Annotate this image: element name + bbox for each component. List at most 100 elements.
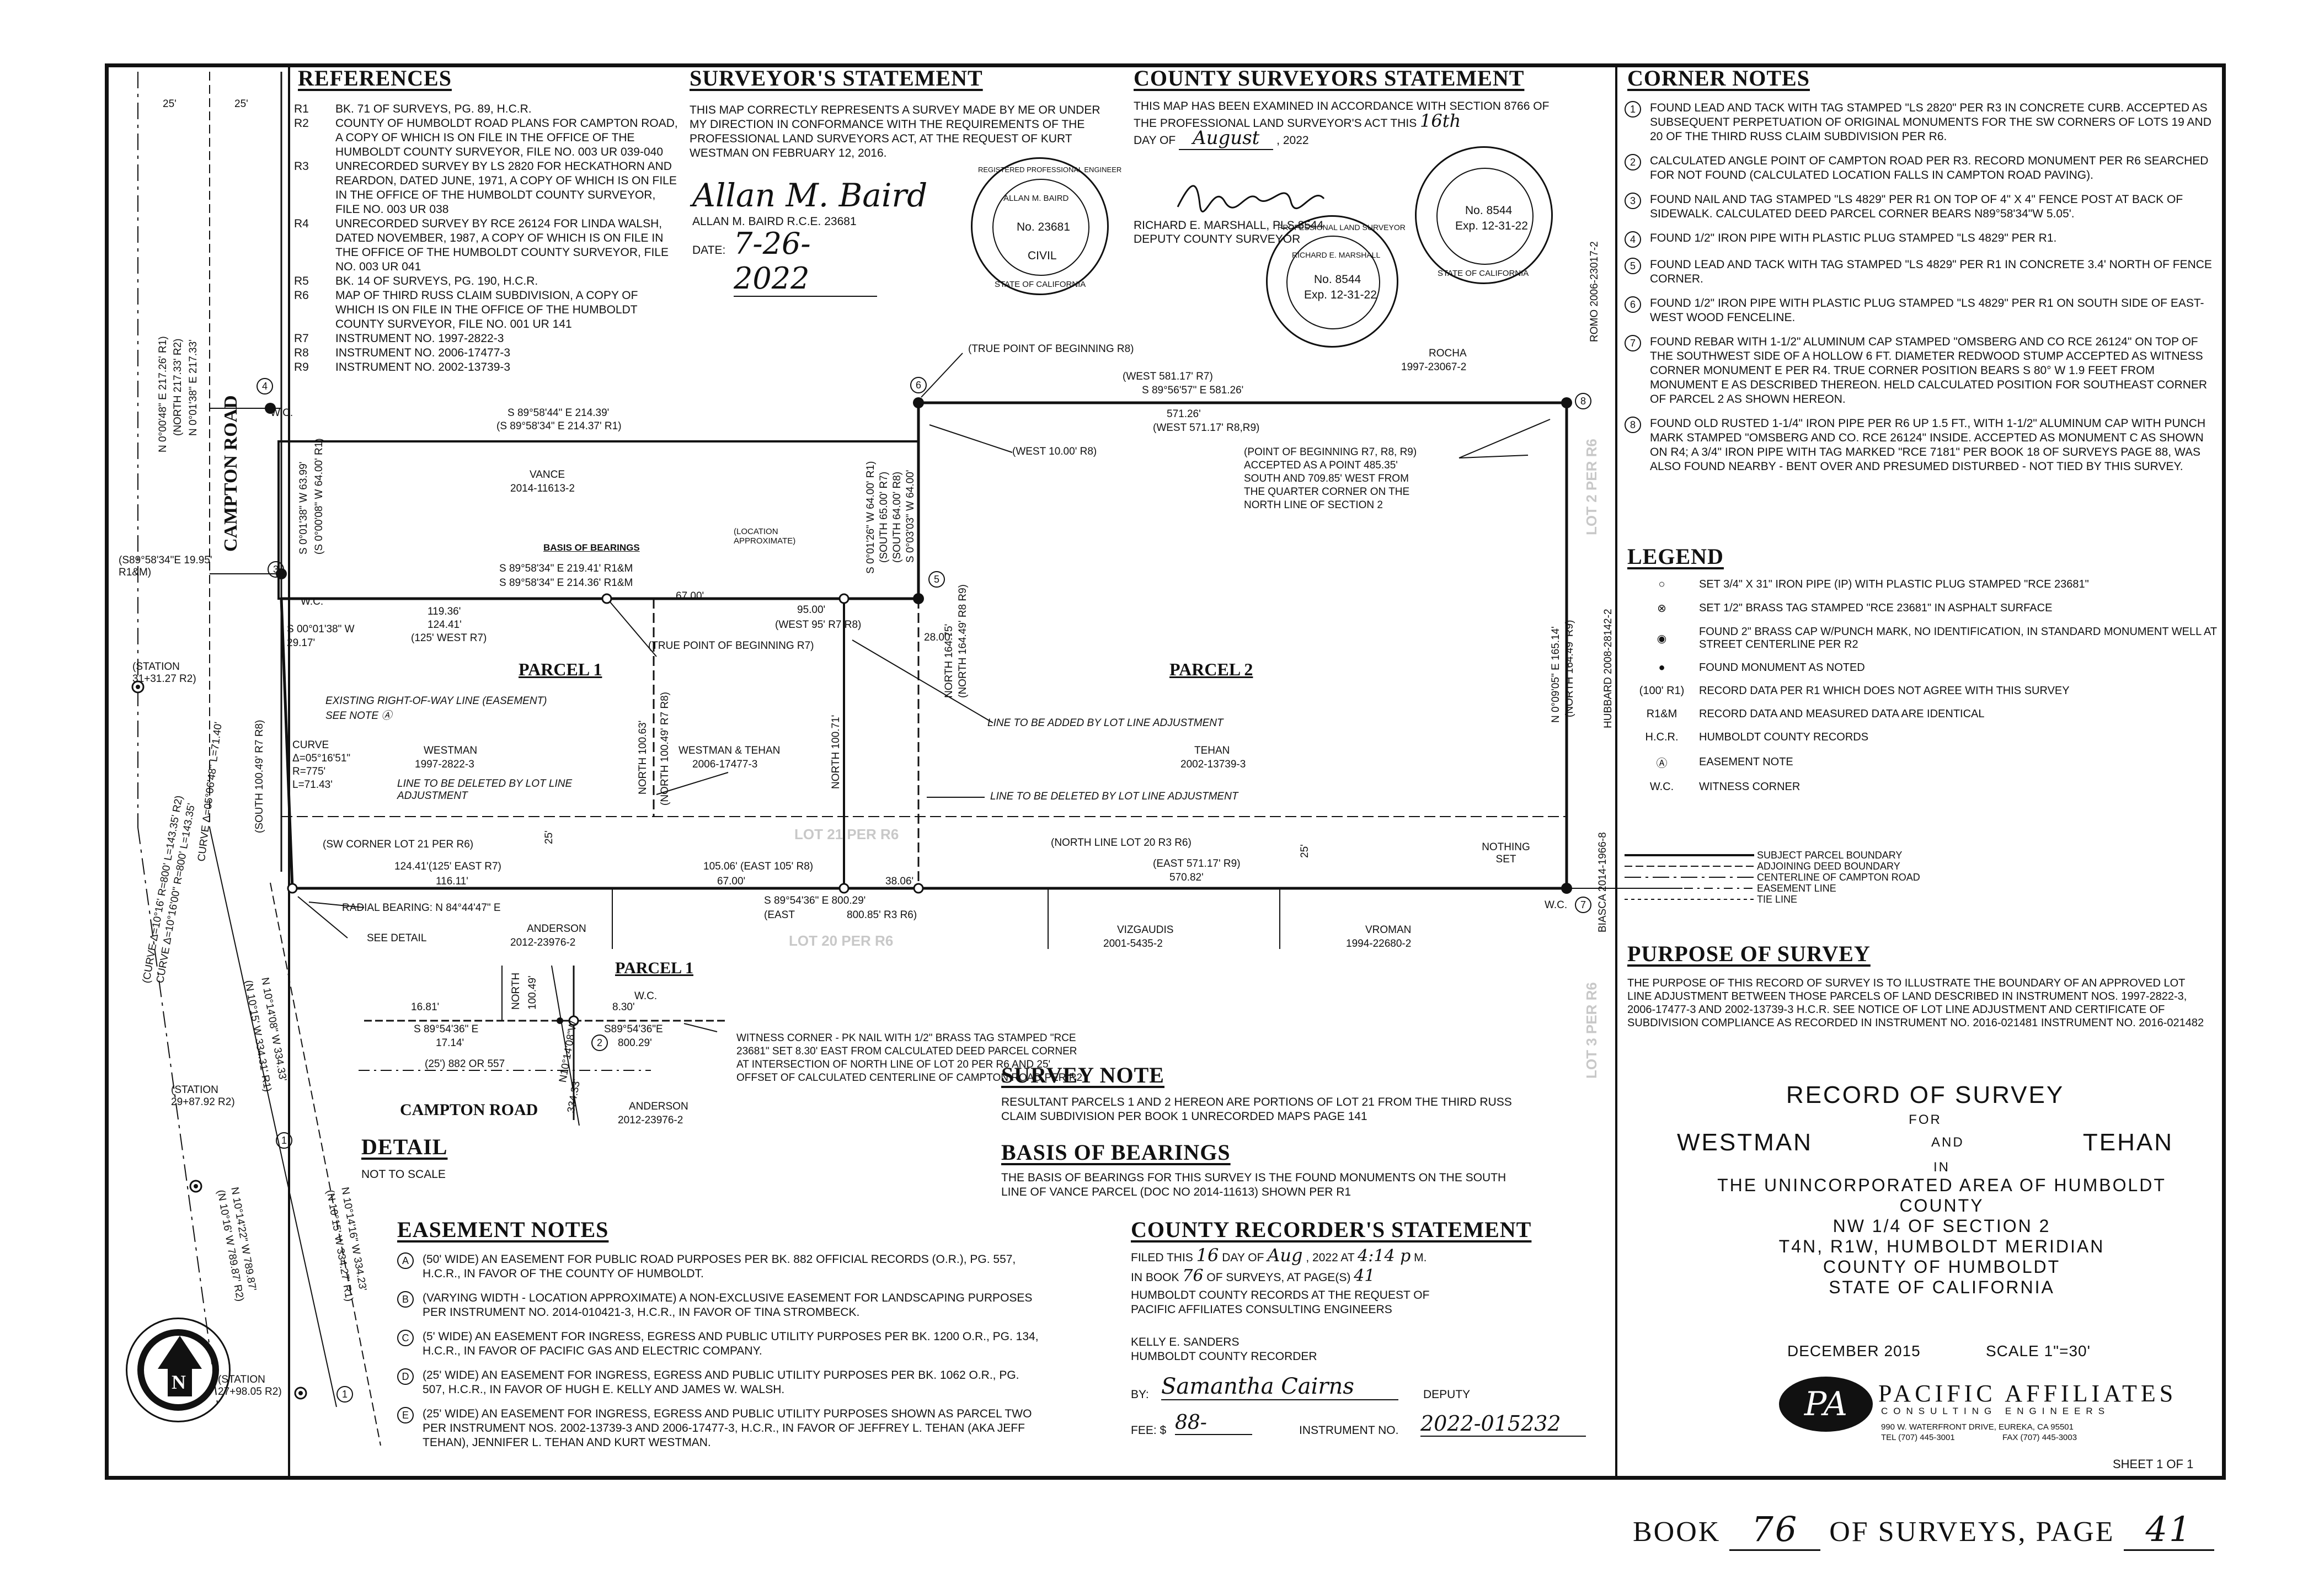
legend-text: FOUND 2" BRASS CAP W/PUNCH MARK, NO IDEN…: [1699, 626, 2217, 650]
recorder-page: 41: [1354, 1266, 1375, 1286]
reference-text: BK. 71 OF SURVEYS, PG. 89, H.C.R.: [335, 103, 532, 115]
dim-west-571-17: (WEST 571.17' R8,R9): [1153, 422, 1260, 434]
panel-divider-right: [1615, 63, 1617, 1480]
engineer-seal: ALLAN M. BAIRD No. 23681 CIVIL REGISTERE…: [971, 157, 1121, 295]
legend-symbol: Ⓐ: [1656, 758, 1668, 770]
easement-note-key: C: [397, 1330, 414, 1346]
dim-pob: (POINT OF BEGINNING R7, R8, R9) ACCEPTED…: [1244, 446, 1417, 511]
reference-key: R1: [294, 103, 309, 115]
recorder-filed: FILED THIS: [1131, 1251, 1193, 1264]
dim-67: 67.00': [676, 590, 704, 602]
station-3: (STATION 27+98.05 R2): [218, 1374, 282, 1398]
surveyor-name-line: ALLAN M. BAIRD R.C.E. 23681: [692, 215, 857, 228]
dim-25-b: 25': [234, 98, 248, 110]
easement-note-text: (25' WIDE) AN EASEMENT FOR INGRESS, EGRE…: [423, 1369, 1019, 1396]
dim-north-lot20: (NORTH LINE LOT 20 R3 R6): [1051, 837, 1192, 849]
easement-note: E(25' WIDE) AN EASEMENT FOR INGRESS, EGR…: [397, 1407, 1043, 1450]
reference-key: R6: [294, 289, 309, 302]
firm-phone: TEL (707) 445-3001: [1881, 1433, 1955, 1442]
legend-line-item: CENTERLINE OF CAMPTON ROAD: [1625, 872, 2011, 883]
title-block: RECORD OF SURVEY FOR WESTMAN AND TEHAN I…: [1677, 1081, 2207, 1298]
dim-sw-corner: (SW CORNER LOT 21 PER R6): [323, 839, 474, 850]
land-surveyor-seal-b: PROFESSIONAL LAND SURVEYOR RICHARD E. MA…: [1266, 215, 1406, 348]
recorder-deputy: DEPUTY: [1423, 1388, 1471, 1401]
detail-drawing: [359, 965, 728, 1126]
corner-note-text: FOUND OLD RUSTED 1-1/4" IRON PIPE PER R6…: [1650, 417, 2206, 473]
corner-note-text: FOUND LEAD AND TACK WITH TAG STAMPED "LS…: [1650, 258, 2212, 285]
owner-vizgaudis-doc: 2001-5435-2: [1103, 938, 1163, 950]
land-surveyor-seal-a: No. 8544 Exp. 12-31-22 STATE OF CALIFORN…: [1415, 146, 1553, 284]
corner-note-number: 2: [1625, 154, 1641, 170]
recorder-day-of: DAY OF: [1222, 1251, 1264, 1264]
firm-fax: FAX (707) 445-3003: [2002, 1433, 2077, 1442]
recorder-time: 4:14 p: [1358, 1246, 1411, 1266]
dim-radial: RADIAL BEARING: N 84°44'47" E: [342, 902, 501, 914]
land-surveyor-seal-a-inner: [1436, 168, 1534, 265]
dim-v-north-a: N 0°00'48" E 217.26' R1): [157, 336, 169, 452]
corner-note-number: 8: [1625, 417, 1641, 433]
dim-wc-1: W.C.: [270, 407, 293, 419]
reference-text: INSTRUMENT NO. 1997-2822-3: [335, 332, 504, 345]
firm-logo: PA: [1779, 1377, 1873, 1432]
land-surveyor-seal-b-name: RICHARD E. MARSHALL: [1292, 250, 1381, 259]
reference-text: INSTRUMENT NO. 2002-13739-3: [335, 361, 511, 374]
detail-road: CAMPTON ROAD: [400, 1101, 538, 1119]
parcel-2-label: PARCEL 2: [1169, 659, 1253, 679]
dim-bob-2: S 89°58'34" E 214.36' R1&M: [499, 577, 633, 589]
legend-line-sample: [1625, 899, 1754, 900]
dim-v-north10071: NORTH 100.71': [830, 714, 842, 789]
detail-l3: 17.14': [436, 1037, 464, 1049]
dim-25-mid: 25': [543, 830, 555, 844]
reference-text: UNRECORDED SURVEY BY LS 2820 FOR HECKATH…: [335, 160, 677, 216]
owner-hubbard: HUBBARD 2008-28142-2: [1602, 609, 1614, 728]
detail-parcel: PARCEL 1: [615, 959, 693, 977]
north-arrow-icon: [158, 1336, 202, 1396]
legend-text: WITNESS CORNER: [1699, 781, 1801, 793]
easement-note-key: A: [397, 1252, 414, 1269]
corner-marker-7: 7: [1575, 897, 1591, 913]
title-names: WESTMAN AND TEHAN: [1677, 1129, 2173, 1156]
recorder-instrument: 2022-015232: [1420, 1411, 1586, 1437]
detail-l2: S 89°54'36" E: [414, 1023, 479, 1035]
dim-95: 95.00': [797, 604, 826, 616]
land-surveyor-seal-a-number: No. 8544: [1465, 204, 1513, 217]
dim-west-10: (WEST 10.00' R8): [1012, 446, 1097, 457]
easement-note-key: E: [397, 1407, 414, 1423]
dim-v-n16449b: (NORTH 164.49' R9): [1564, 620, 1575, 717]
dim-existing-row: EXISTING RIGHT-OF-WAY LINE (EASEMENT) SE…: [325, 695, 547, 722]
legend-item: (100' R1)RECORD DATA PER R1 WHICH DOES N…: [1625, 685, 2218, 697]
easement-note: A(50' WIDE) AN EASEMENT FOR PUBLIC ROAD …: [397, 1252, 1043, 1281]
dim-570-82: 570.82': [1169, 872, 1204, 883]
easement-note: D(25' WIDE) AN EASEMENT FOR INGRESS, EGR…: [397, 1368, 1043, 1397]
reference-key: R7: [294, 332, 309, 345]
dim-east-bearing: S 89°56'57" E 581.26': [1142, 385, 1244, 396]
dim-tpob-r8: (TRUE POINT OF BEGINNING R8): [968, 343, 1134, 355]
land-surveyor-seal-b-inner: [1286, 236, 1380, 329]
dim-v-north-b: (NORTH 217.33' R2): [172, 338, 184, 436]
county-surveyor-title: COUNTY SURVEYORS STATEMENT: [1134, 66, 1525, 90]
county-surveyor-text-a: THIS MAP HAS BEEN EXAMINED IN ACCORDANCE…: [1134, 100, 1550, 130]
legend-symbol: H.C.R.: [1645, 731, 1679, 743]
easement-notes-title: EASEMENT NOTES: [397, 1217, 609, 1242]
recorder-year-at: , 2022 AT: [1306, 1251, 1355, 1264]
owner-anderson-doc: 2012-23976-2: [510, 937, 576, 948]
station-2: (STATION 29+87.92 R2): [171, 1084, 235, 1108]
dim-wc-2: W.C.: [301, 596, 324, 607]
recorder-by: BY:: [1131, 1388, 1149, 1401]
owner-vance: VANCE: [530, 469, 565, 481]
engineer-seal-inner: [992, 179, 1089, 276]
owner-vizgaudis: VIZGAUDIS: [1117, 924, 1174, 936]
legend-item: ⊗SET 1/2" BRASS TAG STAMPED "RCE 23681" …: [1625, 601, 2218, 615]
corner-note-number: 1: [1625, 101, 1641, 118]
legend-symbol: ⊗: [1657, 602, 1666, 615]
reference-item: R1 BK. 71 OF SURVEYS, PG. 89, H.C.R.: [294, 102, 680, 116]
footer-book: BOOK 76 OF SURVEYS, PAGE 41: [1633, 1509, 2215, 1551]
